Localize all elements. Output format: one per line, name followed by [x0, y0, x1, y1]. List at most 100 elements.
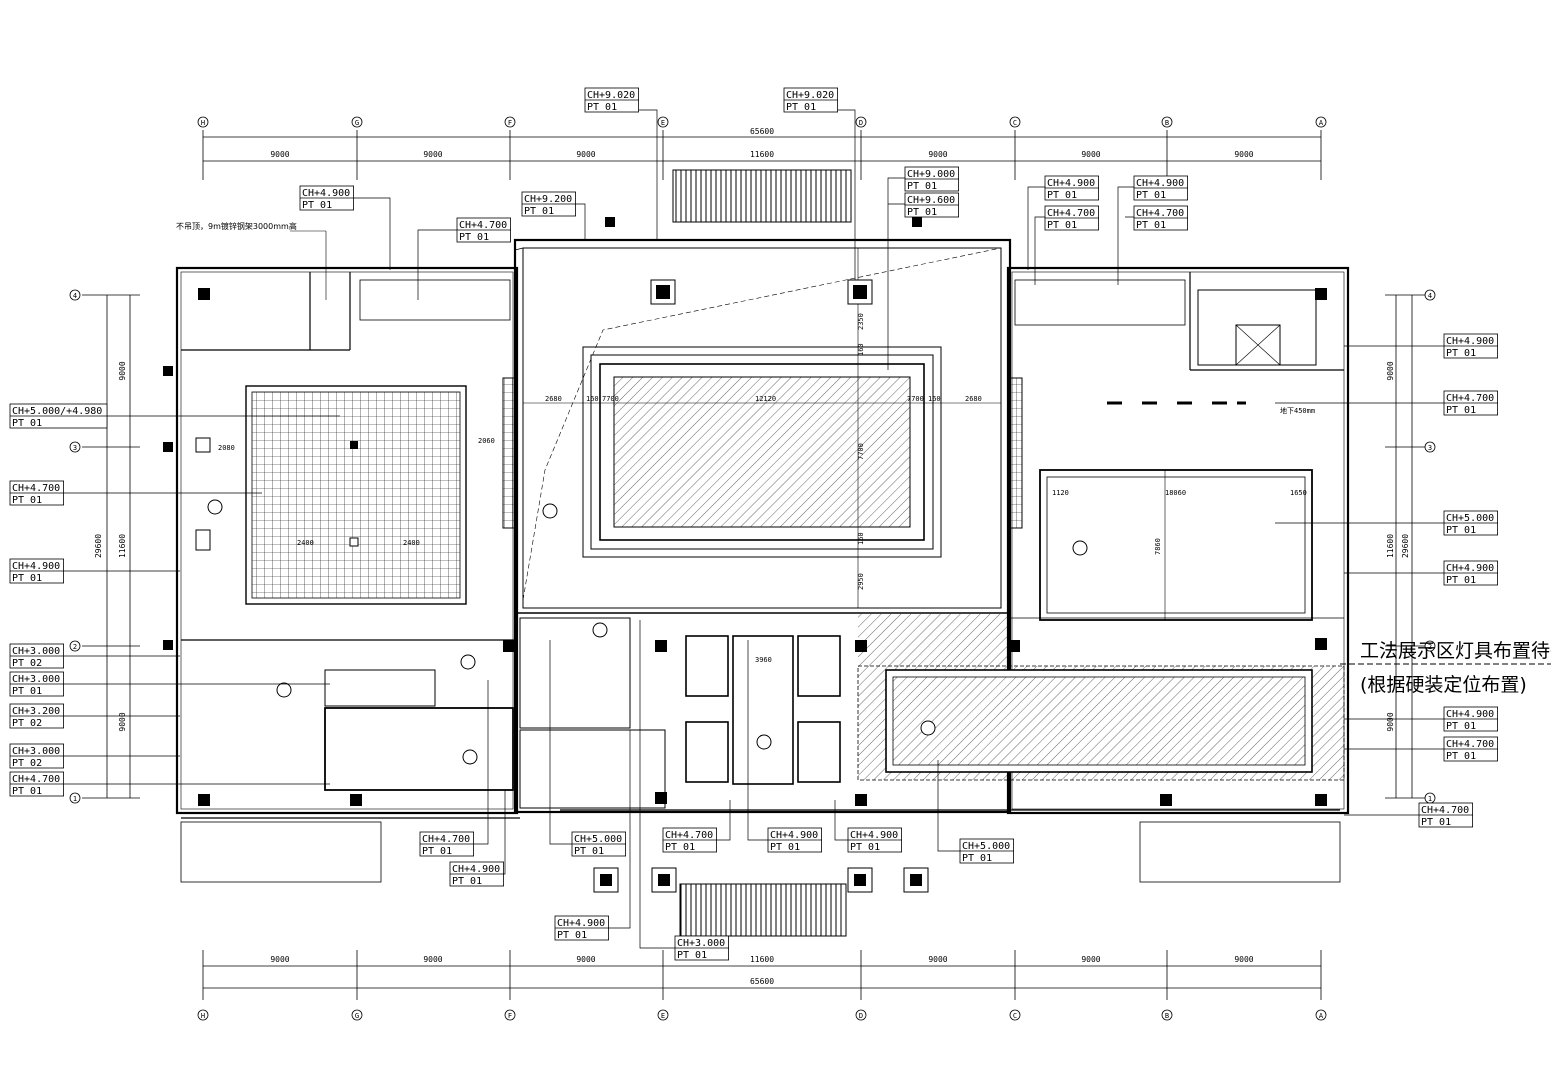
ceiling-height: CH+4.700 — [1421, 805, 1469, 816]
paint-code: PT 01 — [770, 842, 800, 853]
south-mid-room — [519, 617, 631, 729]
axis-label: 1 — [1428, 795, 1432, 803]
paint-code: PT 02 — [12, 658, 42, 669]
right-hall-dims: 1120 18060 1650 7860 地下450mm — [1052, 406, 1315, 555]
ceiling-height: CH+9.020 — [786, 90, 834, 101]
left-hall-dims: 2080 2060 2400 2400 — [218, 437, 495, 547]
dim: 160 — [857, 532, 865, 545]
right-axis-bubbles — [1424, 289, 1436, 804]
paint-code: PT 01 — [574, 846, 604, 857]
dim: 12120 — [755, 395, 776, 403]
bay-dim: 9000 — [576, 150, 595, 159]
exhibition-hatched-ceiling — [892, 676, 1306, 766]
dim: 2400 — [297, 539, 314, 547]
paint-code: PT 01 — [452, 876, 482, 887]
top-entrance-steps — [672, 169, 852, 223]
ceiling-height: CH+4.700 — [1446, 393, 1494, 404]
leader-line — [584, 99, 658, 240]
dim: 2060 — [478, 437, 495, 445]
bay-dim: 11600 — [750, 150, 774, 159]
ceiling-height: CH+3.000 — [12, 746, 60, 757]
paint-code: PT 01 — [302, 200, 332, 211]
ceiling-height: CH+4.700 — [422, 834, 470, 845]
axis-label: 2 — [73, 643, 77, 651]
paint-code: PT 01 — [1136, 190, 1166, 201]
note-exhibition-line2: (根据硬装定位布置) — [1360, 674, 1527, 696]
leader-line — [1034, 216, 1046, 285]
leader-line — [420, 680, 489, 845]
paint-code: PT 01 — [422, 846, 452, 857]
fixture-symbol — [462, 749, 478, 765]
ceiling-height: CH+5.000/+4.980 — [12, 406, 102, 417]
axis-label: H — [201, 1012, 205, 1020]
leader-line — [549, 640, 572, 845]
top-axis-labels: H G F E D C B A — [201, 119, 1324, 127]
paint-code: PT 01 — [786, 102, 816, 113]
south-room-panel — [797, 635, 841, 697]
ceiling-height: CH+4.700 — [12, 774, 60, 785]
side-dim: 9000 — [118, 712, 127, 731]
note: 地下450mm — [1280, 406, 1315, 415]
left-hall-pillar — [195, 437, 211, 453]
fixture-symbol — [756, 734, 772, 750]
leader-line — [1117, 186, 1135, 285]
bottom-entrance-steps — [679, 883, 847, 937]
bay-dim: 9000 — [423, 955, 442, 964]
ceiling-height: CH+4.700 — [459, 220, 507, 231]
right-hall-ceiling-frame — [1039, 469, 1313, 621]
left-axis-labels: 4 3 2 1 — [73, 292, 77, 803]
left-hall-pillar — [195, 529, 211, 551]
bay-dim: 9000 — [423, 150, 442, 159]
dim: 3960 — [755, 656, 772, 664]
axis-label: G — [355, 119, 359, 127]
ceiling-height: CH+9.000 — [907, 169, 955, 180]
left-hall-fixture — [350, 441, 358, 449]
paint-code: PT 01 — [557, 930, 587, 941]
paint-code: PT 02 — [12, 718, 42, 729]
column-core — [853, 285, 867, 299]
bay-dim: 9000 — [1081, 955, 1100, 964]
axis-label: C — [1013, 1012, 1017, 1020]
ceiling-height: CH+4.900 — [1047, 178, 1095, 189]
note-top-left: 不吊顶，9m镀锌钢架3000mm高 — [176, 221, 297, 231]
ceiling-height: CH+5.000 — [962, 841, 1010, 852]
paint-code: PT 01 — [12, 495, 42, 506]
paint-code: PT 01 — [12, 686, 42, 697]
south-room-panel — [732, 635, 794, 785]
axis-label: D — [859, 1012, 863, 1020]
side-dim: 9000 — [118, 361, 127, 380]
bay-dim: 11600 — [750, 955, 774, 964]
axis-label: 3 — [73, 444, 77, 452]
side-dim: 9000 — [1386, 361, 1395, 380]
side-dim: 11600 — [118, 534, 127, 558]
dim: 7700 — [907, 395, 924, 403]
left-side-dims: 9000 29600 11600 9000 — [94, 361, 127, 731]
axis-label: F — [508, 119, 512, 127]
paint-code: PT 01 — [1446, 575, 1476, 586]
left-axis-bubbles — [69, 289, 81, 804]
leader-line — [1027, 186, 1046, 270]
bay-dim: 9000 — [1234, 150, 1253, 159]
right-stair — [1197, 289, 1317, 366]
right-hall-inner-frame — [1046, 476, 1306, 614]
paint-code: PT 01 — [1446, 348, 1476, 359]
paint-code: PT 01 — [907, 207, 937, 218]
paint-code: PT 01 — [665, 842, 695, 853]
ceiling-height: CH+4.700 — [12, 483, 60, 494]
axis-label: E — [661, 119, 665, 127]
ceiling-height: CH+4.700 — [1136, 208, 1184, 219]
